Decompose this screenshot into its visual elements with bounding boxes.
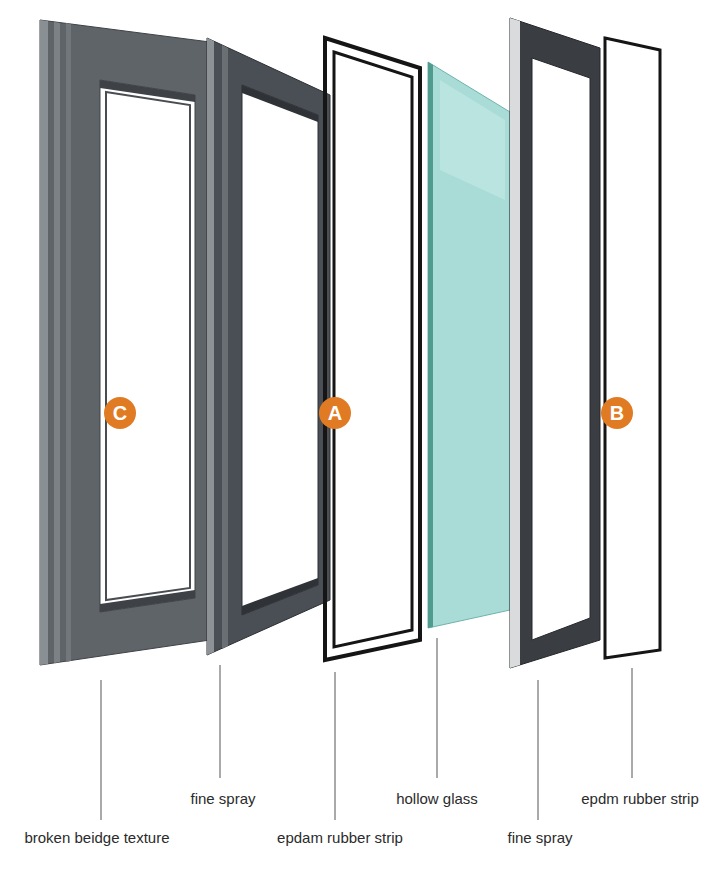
part-label: hollow glass	[395, 790, 479, 808]
part-label: fine spray	[189, 790, 256, 808]
rubber-strip	[605, 38, 660, 658]
part-label: fine spray	[506, 829, 573, 847]
part-label: epdm rubber strip	[580, 790, 700, 808]
part-label: epdam rubber strip	[276, 829, 404, 847]
callout-circle: C	[104, 397, 136, 429]
glass-pane	[428, 62, 510, 628]
bead-frame	[510, 18, 600, 668]
part-label: broken beidge texture	[23, 829, 170, 847]
sash-frame	[207, 38, 330, 655]
callout-letter: C	[113, 403, 127, 423]
callout-letter: A	[328, 403, 342, 423]
callout-circle: B	[601, 397, 633, 429]
rubber-strip	[325, 38, 420, 660]
callout-circle: A	[319, 397, 351, 429]
outer-frame	[40, 20, 210, 665]
leader-lines	[101, 638, 632, 820]
callout-letter: B	[610, 403, 624, 423]
